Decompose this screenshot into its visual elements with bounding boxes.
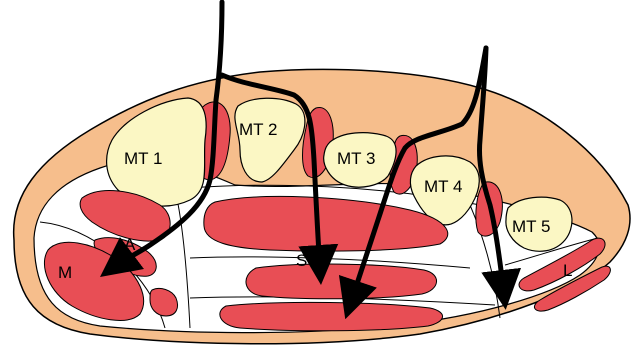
- mt3-label: MT 3: [337, 149, 375, 168]
- muscle-superficial-flexor: [246, 264, 437, 299]
- compartment-label-adductor: A: [124, 235, 136, 254]
- compartment-label-lateral: L: [563, 261, 572, 280]
- mt1-label: MT 1: [124, 149, 162, 168]
- mt4-label: MT 4: [424, 177, 462, 196]
- muscle-central-deep: [220, 302, 443, 330]
- mt5-label: MT 5: [512, 217, 550, 236]
- mt2-label: MT 2: [239, 120, 277, 139]
- compartment-label-medial: M: [58, 263, 72, 282]
- compartment-label-superficial: S: [296, 251, 307, 270]
